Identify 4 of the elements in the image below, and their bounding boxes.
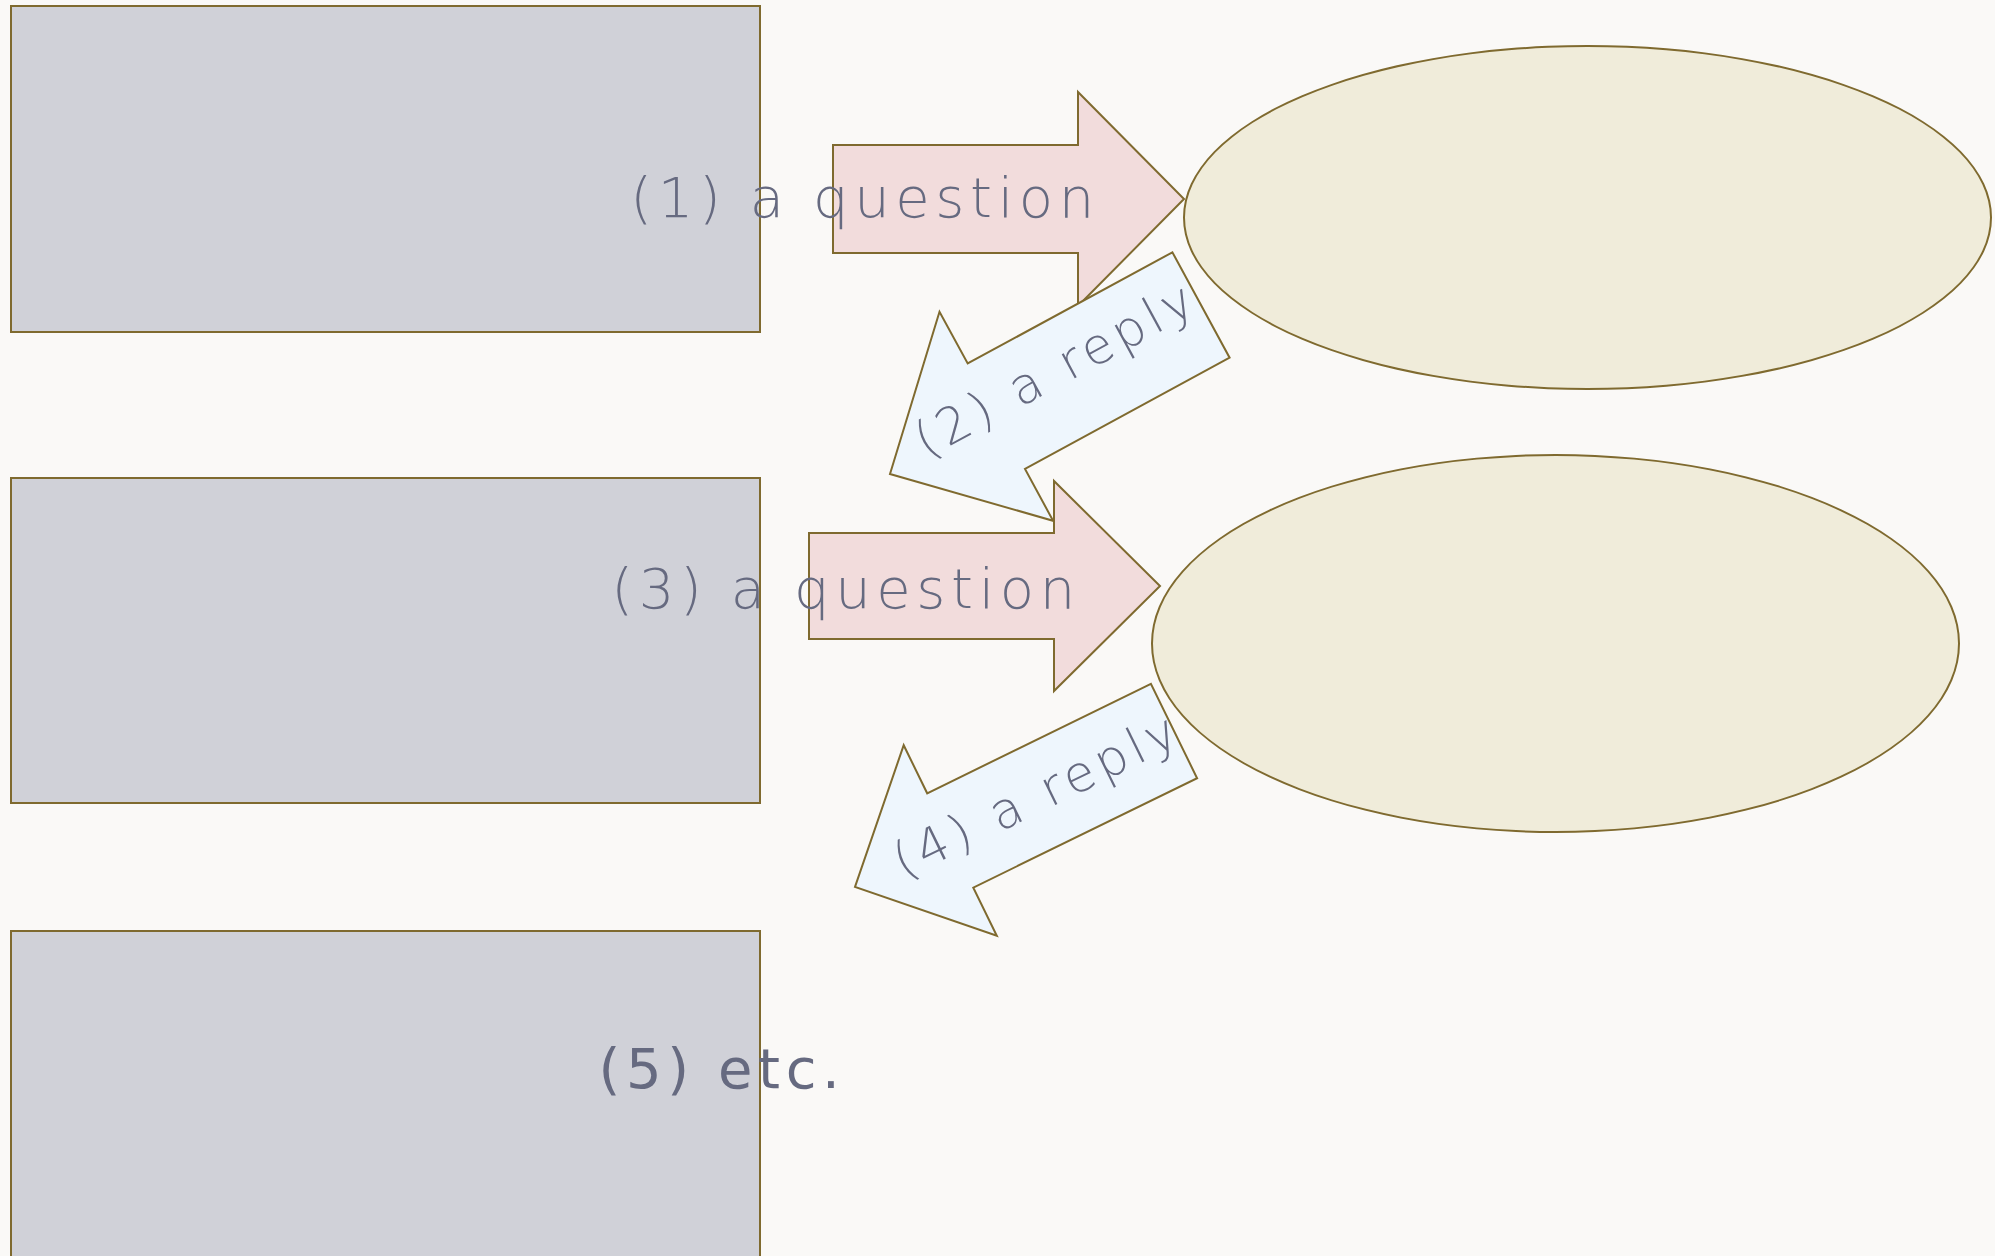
edge-label: (4) a reply: [883, 700, 1191, 890]
panel: [10, 477, 761, 804]
block-arrow: [853, 682, 1199, 938]
block-arrow: [888, 250, 1231, 523]
